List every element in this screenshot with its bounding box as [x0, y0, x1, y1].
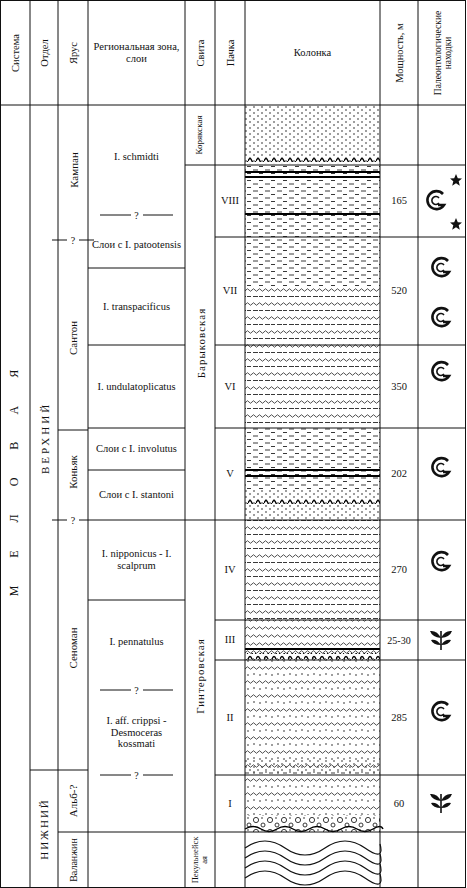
member-number: VI: [216, 346, 244, 427]
fossil-symbols: [427, 174, 462, 813]
thickness-value: 25-30: [381, 621, 417, 659]
header-cell: Региональная зона, слои: [89, 2, 184, 103]
uncertain-mark: ?: [131, 768, 143, 782]
inoceramus-symbol: [432, 552, 449, 570]
formation-name: Гинтеровская: [186, 521, 214, 831]
header-cell: Отдел: [31, 2, 57, 103]
formation-name: Барыковская: [186, 166, 214, 519]
thickness-value: 60: [381, 776, 417, 831]
lithology: [245, 105, 383, 885]
coal-layer: [245, 648, 380, 650]
inoceramus-symbol: [432, 308, 449, 326]
header-cell: Система: [1, 2, 29, 103]
stage-name: Сантон: [59, 247, 87, 429]
siltstone-fill: [245, 237, 380, 287]
tuff-siltstone-fill: [245, 520, 380, 620]
header-cell: Пачка: [216, 2, 244, 103]
inoceramus-symbol: [432, 362, 449, 380]
plant-symbol: [430, 794, 452, 813]
sandstone-fill: [245, 490, 380, 520]
inoceramus-symbol: [432, 702, 449, 720]
formation-name: Пекульнейская: [186, 833, 214, 887]
tuff-fill: [245, 620, 380, 660]
tuff-sandstone-fill: [245, 660, 380, 775]
sandstone-fill: [245, 760, 380, 775]
header-cell: Ярус: [59, 2, 87, 103]
member-number: VIII: [216, 166, 244, 236]
member-number: IV: [216, 521, 244, 619]
member-number: II: [216, 661, 244, 774]
header-cell: Свита: [186, 2, 214, 103]
zone-name: I. transpacificus: [89, 269, 184, 344]
tuff-sandstone-fill: [245, 775, 380, 815]
row-rule: [88, 268, 185, 832]
member-number: III: [216, 621, 244, 659]
zone-name: I. pennatulus: [89, 601, 184, 683]
folded-basement: [245, 841, 381, 885]
inoceramus-symbol: [432, 458, 449, 476]
sandstone-fill: [245, 105, 380, 162]
column-rules: [30, 0, 418, 888]
stage-name: Кампан: [59, 106, 87, 233]
zone-name: Слои с I. involutus: [89, 429, 184, 469]
system-name: МЕЛОВАЯ: [1, 106, 29, 832]
zone-name: Слои с I. patootensis: [89, 222, 184, 267]
thickness-value: 165: [381, 166, 417, 236]
stage-name: Сеноман: [59, 527, 87, 769]
erosion-contact: [245, 500, 380, 506]
tuff-siltstone-fill: [245, 345, 380, 428]
inoceramus-symbol: [427, 191, 444, 209]
row-rule: [30, 770, 58, 771]
erosion-contact: [245, 653, 380, 659]
uncertain-mark: ?: [67, 513, 79, 527]
zone-name: I. undulatoplicatus: [89, 346, 184, 427]
row-rule: [215, 165, 466, 832]
siltstone-fill: [245, 165, 380, 237]
header-cell: Палеонтологические находки: [419, 2, 465, 103]
thickness-value: 520: [381, 238, 417, 344]
stage-name: Коньяк: [59, 431, 87, 513]
unconformity: [245, 827, 383, 832]
row-rule: [58, 430, 88, 832]
header-cell: Колонка: [246, 2, 379, 103]
star-symbol: [450, 174, 462, 186]
zone-name: I. aff. crippsi - Desmoceras kossmati: [89, 697, 184, 768]
series-name: НИЖНИЙ: [31, 771, 57, 887]
coal-layer: [245, 172, 380, 214]
stage-name: Альб-?: [59, 771, 87, 831]
member-number: VII: [216, 238, 244, 344]
siltstone-fill: [245, 428, 380, 490]
thickness-value: 350: [381, 346, 417, 427]
uncertain-mark: ?: [67, 233, 79, 247]
series-name: ВЕРХНИЙ: [31, 106, 57, 769]
tuff-siltstone-fill: [245, 287, 380, 345]
thickness-value: 202: [381, 429, 417, 519]
thickness-value: 285: [381, 661, 417, 774]
conglomerate-fill: [245, 815, 380, 832]
star-symbol: [450, 218, 462, 230]
plant-symbol: [430, 631, 452, 650]
inoceramus-symbol: [432, 258, 449, 276]
uncertain-mark: ?: [131, 683, 143, 697]
member-number: I: [216, 776, 244, 831]
formation-name: Корякская: [186, 106, 214, 164]
header-rule: [0, 105, 466, 106]
zone-name: Слои с I. stantoni: [89, 471, 184, 519]
member-number: V: [216, 429, 244, 519]
stage-name: Валанжин: [59, 833, 87, 887]
zone-name: I. nipponicus - I. scalprum: [89, 521, 184, 599]
uncertain-mark: ?: [131, 208, 143, 222]
erosion-contact: [245, 158, 380, 164]
zone-name: I. schmidti: [89, 106, 184, 208]
header-cell: Мощность, м: [381, 2, 417, 103]
row-rule: [185, 165, 215, 832]
coal-layer: [245, 470, 380, 476]
thickness-value: 270: [381, 521, 417, 619]
